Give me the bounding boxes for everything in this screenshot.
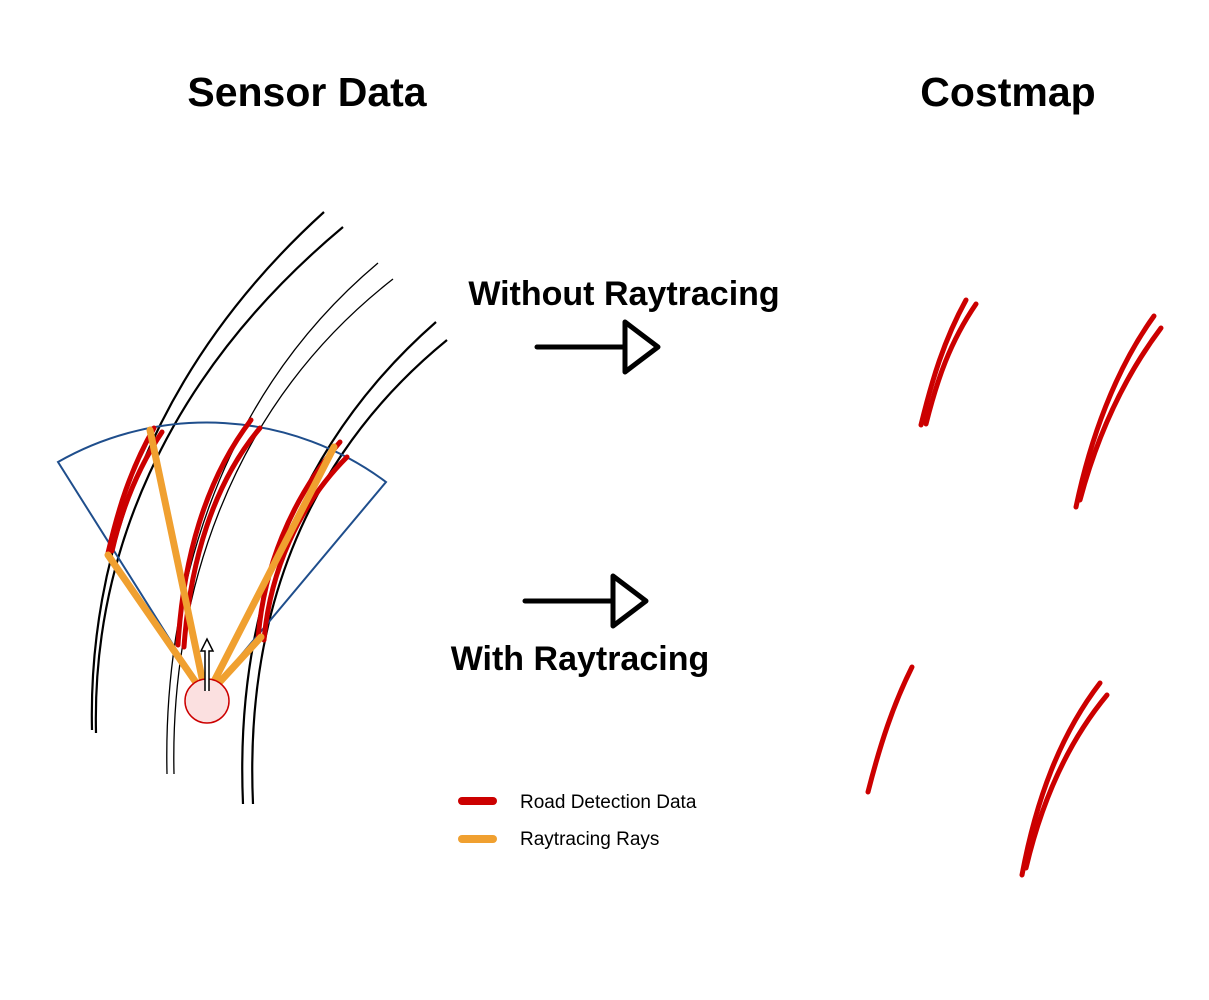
legend-raytracing-label: Raytracing Rays xyxy=(520,829,659,850)
with-raytracing-label: With Raytracing xyxy=(451,640,710,678)
raytracing-ray xyxy=(146,426,210,701)
with-raytracing-arrow: With Raytracing xyxy=(451,573,710,678)
road-edge-line xyxy=(94,226,344,734)
costmap-segment xyxy=(1077,325,1164,503)
sensor-fov-sector xyxy=(56,421,388,699)
costmap-title: Costmap xyxy=(920,69,1095,115)
raytracing-rays xyxy=(104,426,338,701)
without-raytracing-label: Without Raytracing xyxy=(468,275,779,313)
costmap-segment xyxy=(865,664,915,795)
costmap-segment xyxy=(1023,692,1110,871)
legend-road-detection-label: Road Detection Data xyxy=(520,792,697,813)
without-raytracing-arrow: Without Raytracing xyxy=(468,275,780,375)
road-edge-line xyxy=(251,339,448,805)
costmap-segment xyxy=(1019,680,1103,878)
vehicle xyxy=(184,637,230,724)
raytracing-ray xyxy=(202,443,338,701)
road-detection-segment xyxy=(105,425,157,556)
raytracing-ray xyxy=(104,551,210,701)
legend: Road Detection Data Raytracing Rays xyxy=(458,792,697,850)
costmap-without-raytracing xyxy=(918,297,1164,510)
heading-arrow-icon xyxy=(199,637,215,691)
sensor-data-title: Sensor Data xyxy=(187,69,427,115)
road-detection-segment xyxy=(175,417,254,648)
arrow-head-icon xyxy=(610,573,649,629)
costmap-with-raytracing xyxy=(865,664,1110,878)
arrow-head-icon xyxy=(622,319,661,375)
costmap-segment xyxy=(918,297,969,428)
road-edge-line xyxy=(166,262,379,775)
costmap-segment xyxy=(1073,313,1157,510)
costmap-segment xyxy=(923,301,979,427)
road-edge-line xyxy=(173,278,394,775)
sensor-data-scene xyxy=(56,211,448,805)
road-edge-lines xyxy=(90,211,448,805)
